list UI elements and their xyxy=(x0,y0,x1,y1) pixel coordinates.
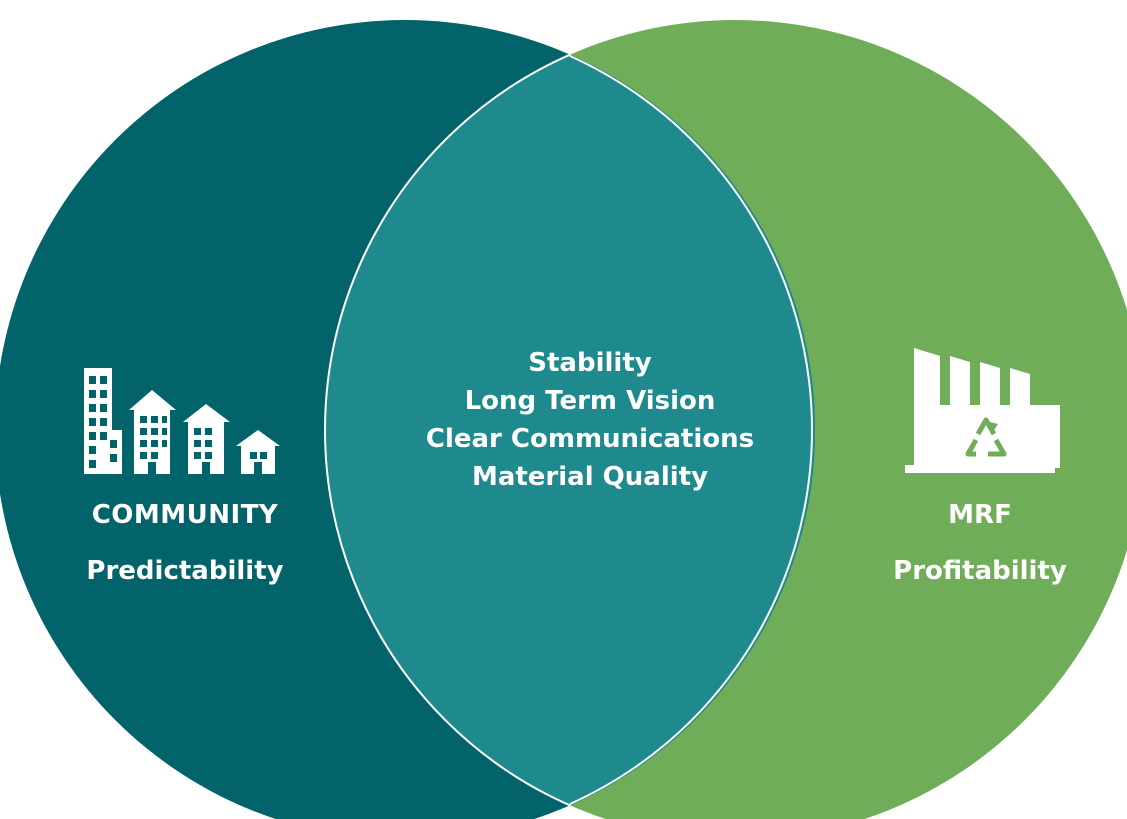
overlap-region xyxy=(325,20,815,819)
buildings-icon xyxy=(84,368,280,474)
overlap-item: Clear Communications xyxy=(425,424,755,454)
overlap-list: Stability Long Term Vision Clear Communi… xyxy=(360,344,820,496)
recycling-facility-icon xyxy=(905,348,1060,473)
mrf-subtitle: Profitability xyxy=(893,556,1067,586)
mrf-title: MRF xyxy=(948,500,1012,530)
community-title: COMMUNITY xyxy=(91,500,279,530)
overlap-item: Stability xyxy=(528,348,652,378)
community-subtitle: Predictability xyxy=(86,556,284,586)
overlap-item: Material Quality xyxy=(471,462,709,492)
overlap-item: Long Term Vision xyxy=(464,386,716,416)
